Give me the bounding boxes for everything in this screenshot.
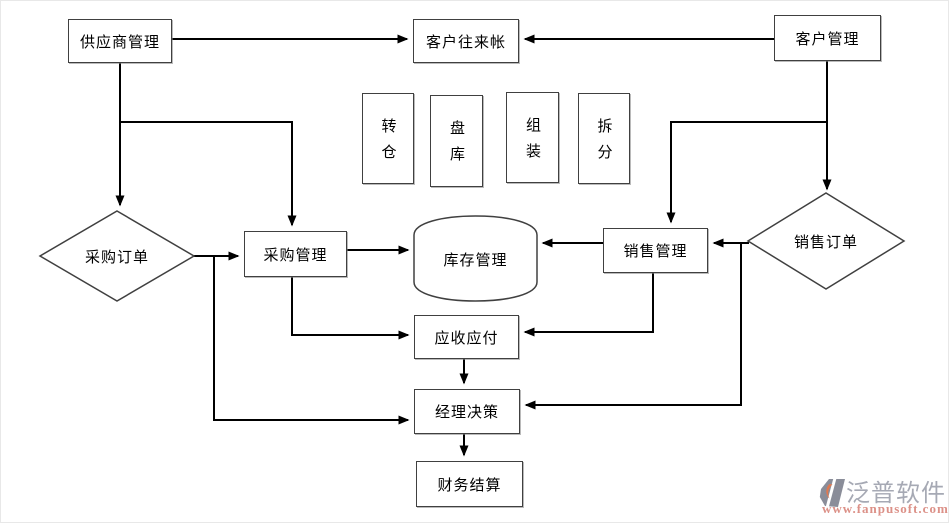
node-sales-management: 销售管理 [603,228,708,273]
node-sales-order: 销售订单 [793,234,858,251]
node-supplier-management: 供应商管理 [68,19,172,63]
node-purchase-management: 采购管理 [244,231,347,277]
watermark: 泛普软件 www.fanpusoft.com [816,474,949,520]
sales-order-diamond [746,192,906,290]
node-customer-management: 客户管理 [774,15,881,61]
node-split: 拆分 [578,93,630,184]
edge-salesorder-decision [524,243,742,410]
purchase-order-diamond [38,210,196,302]
edge-purchase-receivable [291,277,410,340]
node-manager-decision: 经理决策 [414,389,520,434]
fanpu-logo-icon [819,478,845,508]
inventory-cylinder [413,215,538,302]
node-financial-settlement: 财务结算 [416,461,523,507]
edge-purchaseorder-decision [213,256,410,425]
node-assembly: 组装 [506,92,559,183]
watermark-url-link[interactable]: www.fanpusoft.com [822,501,949,516]
edge-supplier-purchase [120,121,297,227]
watermark-brand-text: 泛普软件 [846,481,946,507]
edge-customer-sales [666,121,827,224]
node-inventory-management: 库存管理 [443,252,508,269]
node-stocktake: 盘库 [430,95,483,187]
node-warehouse-transfer: 转仓 [362,93,414,184]
node-purchase-order: 采购订单 [84,249,149,266]
node-receivable-payable: 应收应付 [414,315,519,359]
edge-sales-receivable [523,273,654,337]
edges [115,34,832,457]
node-customer-account: 客户往来帐 [413,19,519,63]
